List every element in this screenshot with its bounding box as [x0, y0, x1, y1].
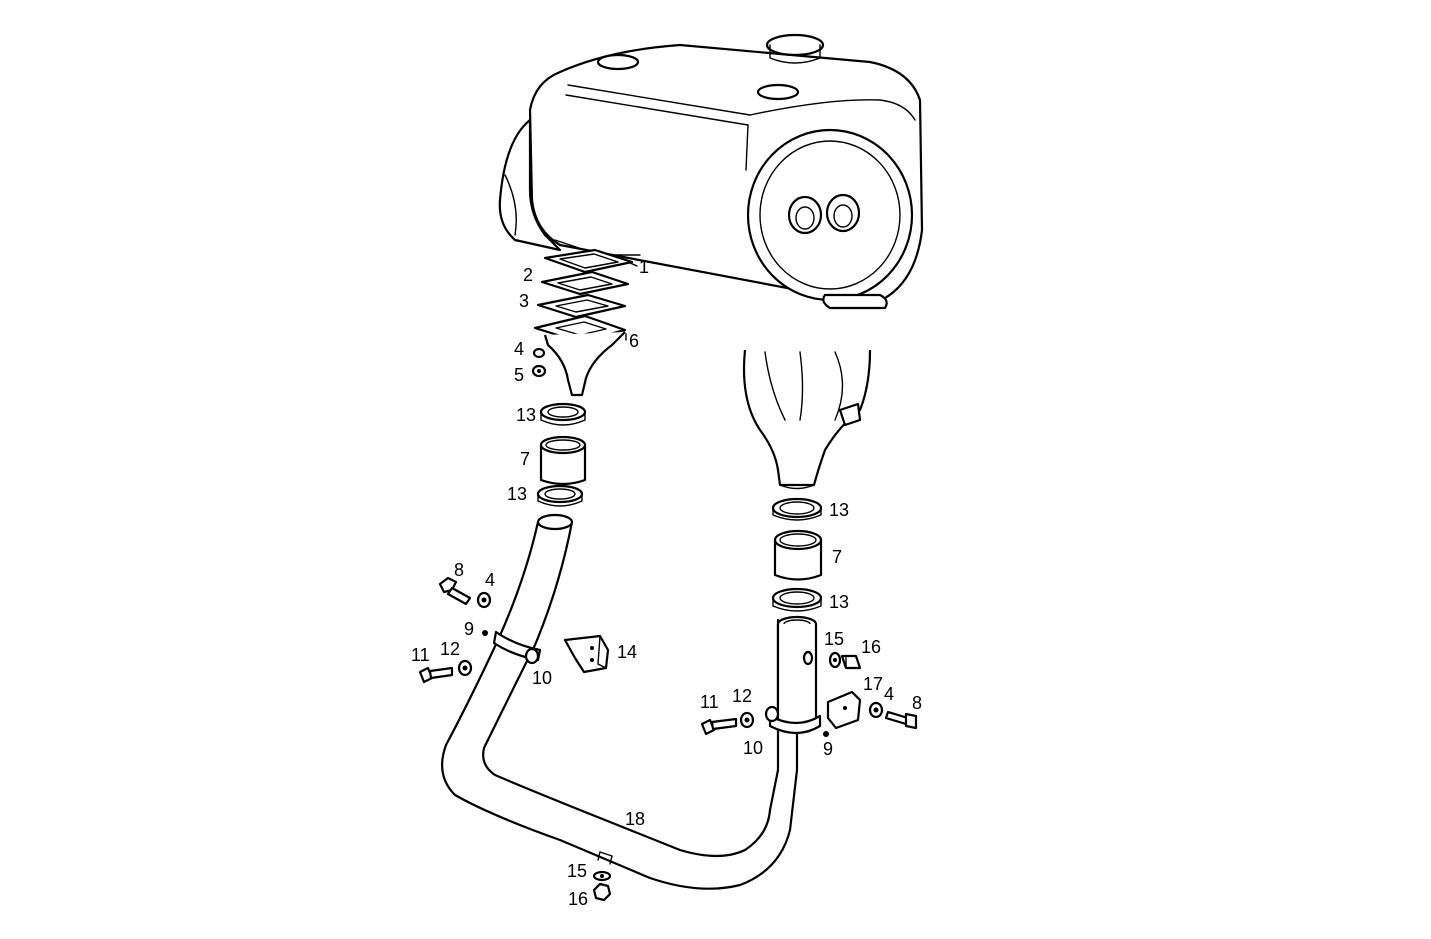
- pipe-clamp-right: [764, 705, 822, 735]
- bolt-11-right: [700, 717, 738, 736]
- callout-7-left: 7: [520, 449, 531, 469]
- callout-9-right: 9: [823, 739, 834, 759]
- callout-13-d: 13: [829, 592, 850, 612]
- nut-9-right: [823, 731, 829, 737]
- washer-15-bottom: [592, 870, 612, 882]
- callout-11-left: 11: [411, 645, 430, 665]
- sleeve-right: [771, 497, 823, 612]
- bolt-11-left: [418, 666, 454, 684]
- washer-12-right: [739, 711, 755, 729]
- callout-11-right: 11: [700, 692, 719, 712]
- washer-12-left: [457, 659, 473, 677]
- plug-16-right: [840, 654, 862, 670]
- callout-4-right: 4: [884, 684, 895, 704]
- callout-16-bottom: 16: [568, 889, 589, 909]
- washer-15-right: [802, 650, 842, 669]
- callout-13-a: 13: [516, 405, 537, 425]
- callout-17: 17: [863, 674, 884, 694]
- callout-7-right: 7: [832, 547, 843, 567]
- callout-4-top: 4: [514, 339, 525, 359]
- gasket-stack-left: [531, 248, 634, 397]
- nut-9-left: [482, 630, 488, 636]
- callout-13-c: 13: [829, 500, 850, 520]
- callout-9-left: 9: [464, 619, 475, 639]
- callout-6: 6: [629, 331, 640, 351]
- callout-10-left: 10: [532, 668, 553, 688]
- callout-8-left: 8: [454, 560, 465, 580]
- sleeve-left: [536, 402, 587, 507]
- callout-16-right: 16: [861, 637, 882, 657]
- bolt-8-left: [438, 576, 472, 606]
- callout-4-left: 4: [485, 570, 496, 590]
- exhaust-pipe: [441, 513, 818, 890]
- callout-5: 5: [514, 365, 525, 385]
- callout-8-right: 8: [912, 693, 923, 713]
- callout-10-right: 10: [743, 738, 764, 758]
- callout-14: 14: [617, 642, 638, 662]
- pipe-clamp-left: [492, 630, 542, 665]
- muffler-body: [498, 33, 924, 310]
- callout-15-bottom: 15: [567, 861, 588, 881]
- callout-18: 18: [625, 809, 646, 829]
- leader-lines: [625, 261, 638, 341]
- callout-13-b: 13: [507, 484, 528, 504]
- callout-2: 2: [523, 265, 534, 285]
- callout-12-left: 12: [440, 639, 461, 659]
- callout-3: 3: [519, 291, 530, 311]
- outlet-funnel-right: [742, 349, 872, 490]
- bracket-left: [563, 634, 610, 674]
- plug-16-bottom: [592, 882, 612, 902]
- bolt-8-right: [884, 710, 918, 730]
- washer-4-left: [476, 591, 492, 609]
- callout-12-right: 12: [732, 686, 753, 706]
- bracket-right: [826, 690, 862, 730]
- callout-1: 1: [639, 257, 650, 277]
- washer-4-right: [868, 701, 884, 719]
- callout-15-right: 15: [824, 629, 845, 649]
